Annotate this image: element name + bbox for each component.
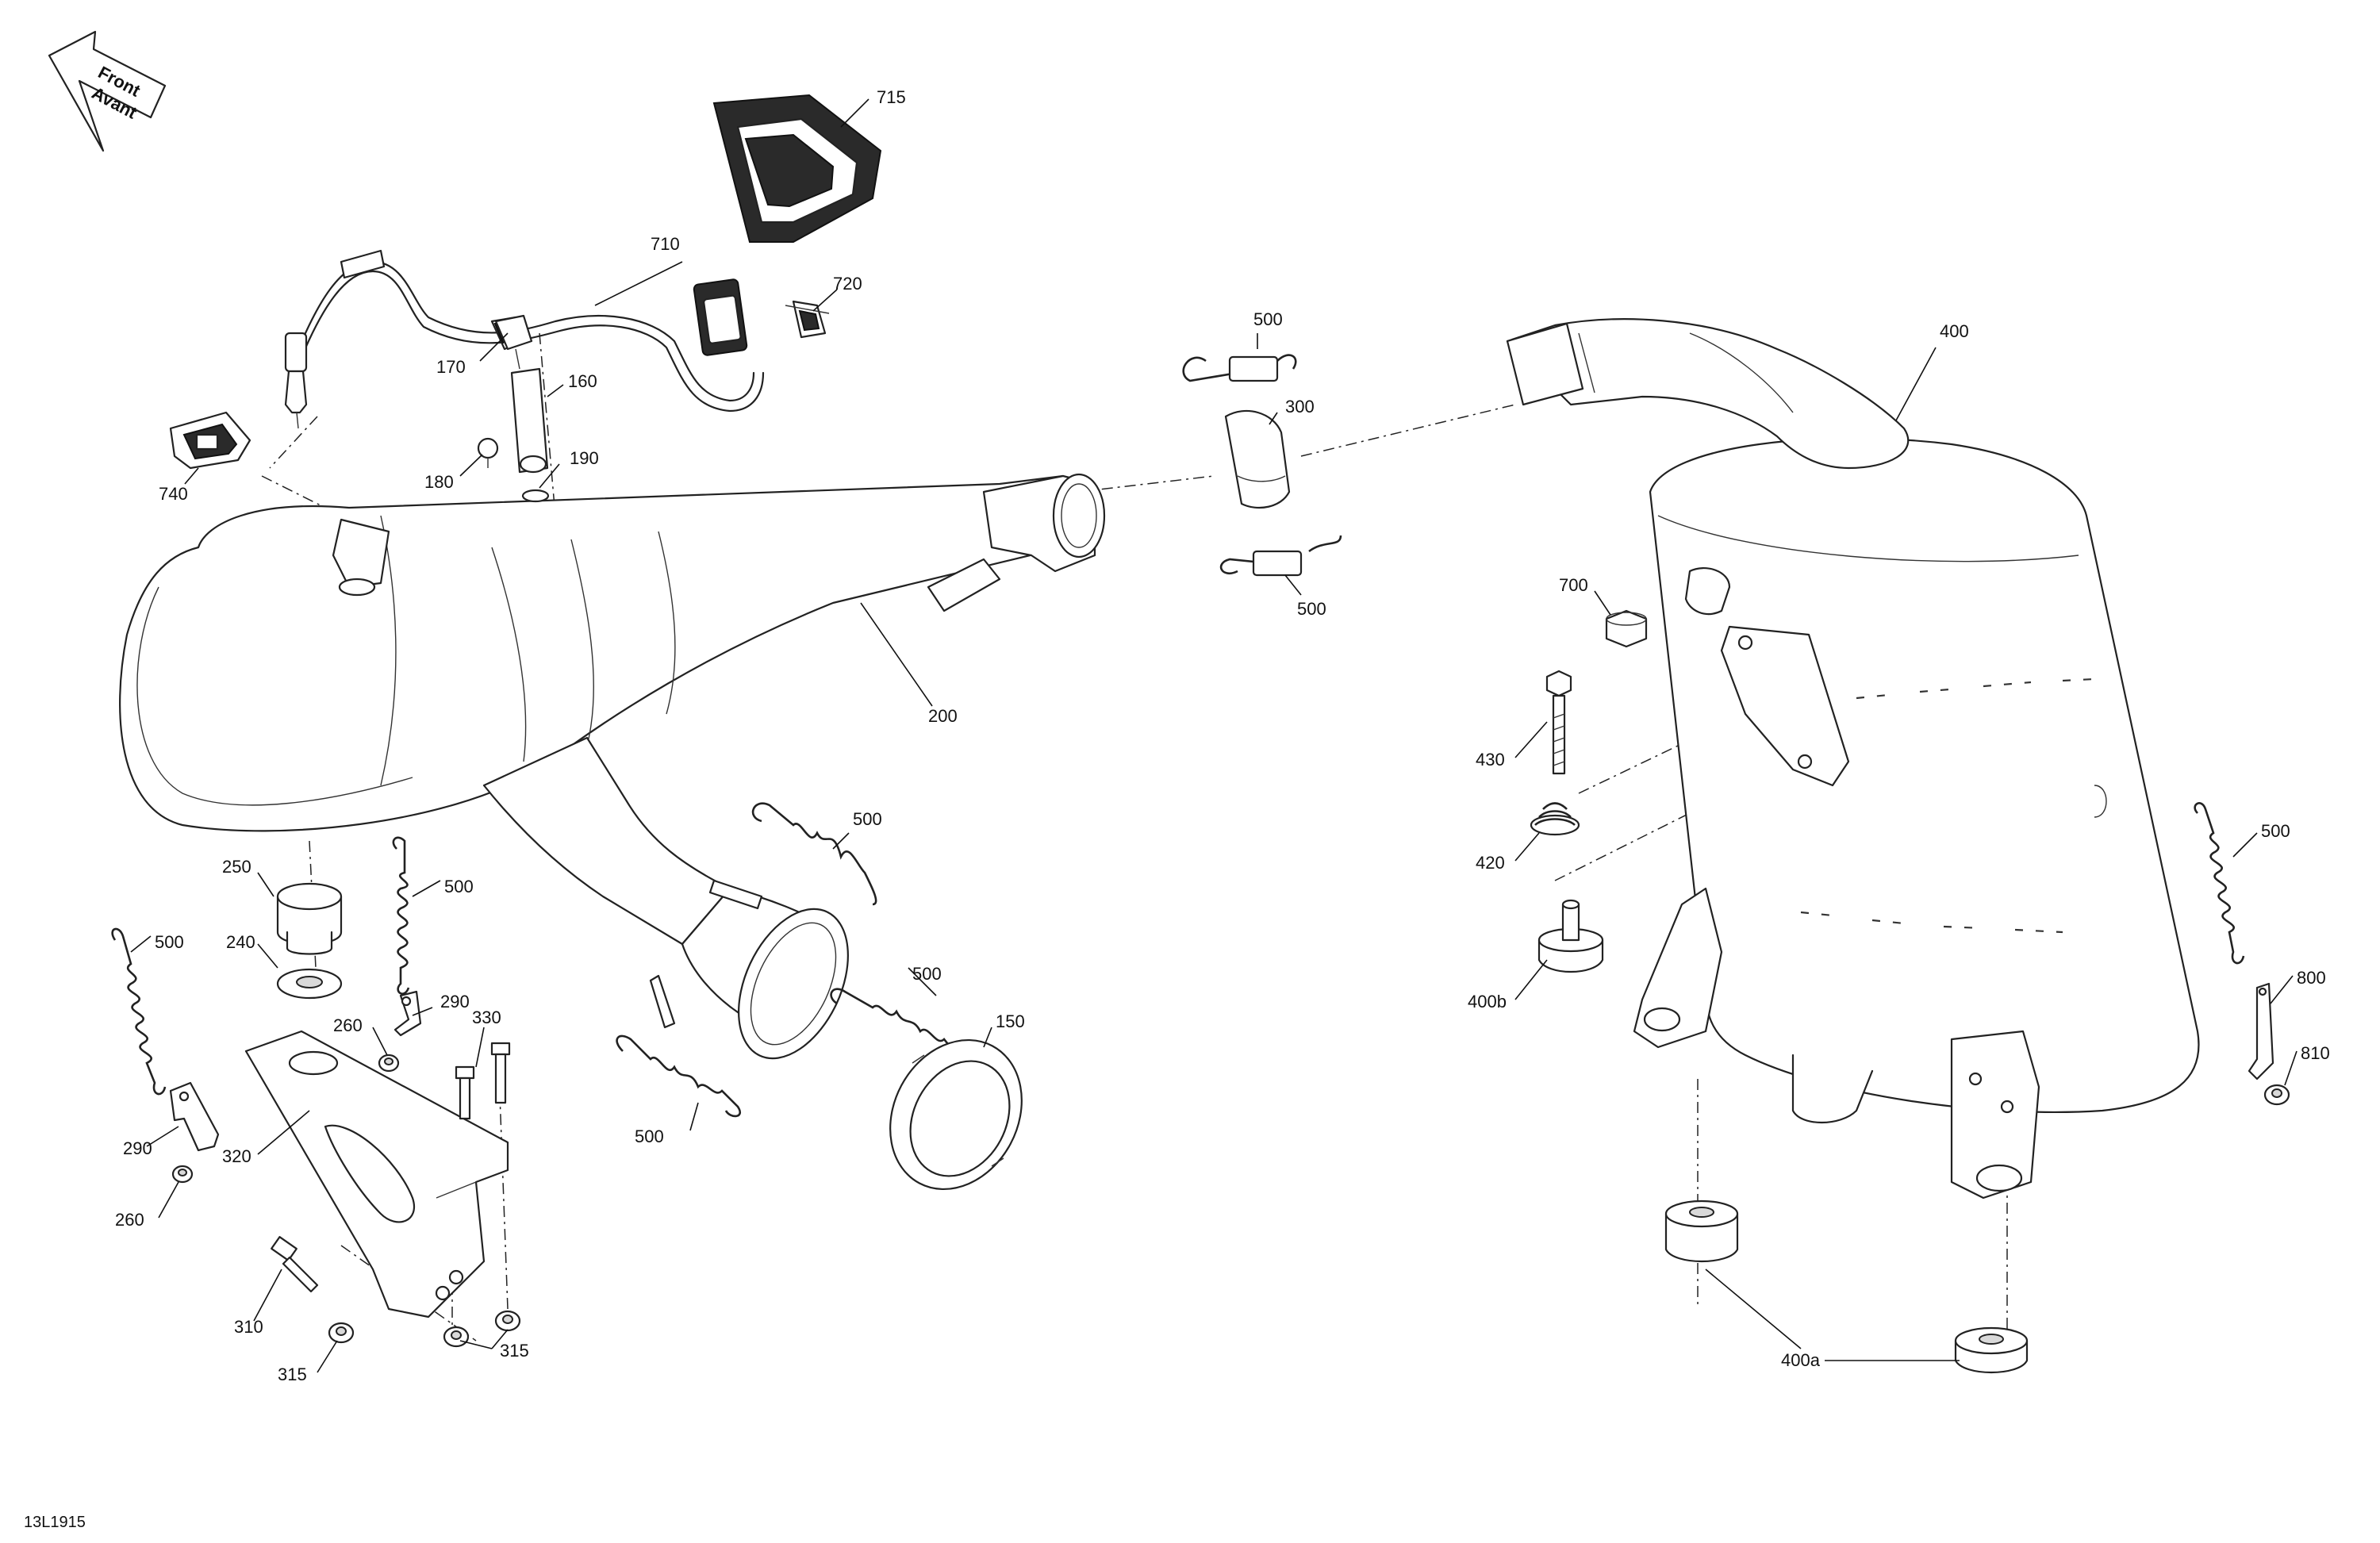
spring-clip-290-upper[interactable] xyxy=(393,990,422,1037)
grommet-400a-right[interactable] xyxy=(1954,1326,2029,1373)
callout-260-lower: 260 xyxy=(115,1210,144,1230)
nut-260-upper[interactable] xyxy=(378,1054,400,1073)
callout-500-left-a: 500 xyxy=(444,877,474,896)
sensor-mount-160[interactable] xyxy=(510,367,549,474)
callout-500-upper-mid: 500 xyxy=(1253,309,1283,329)
muffler-400[interactable] xyxy=(1506,318,2200,1199)
spring-500-right[interactable] xyxy=(2194,802,2245,965)
callout-500-lower-mid: 500 xyxy=(1297,599,1326,619)
callout-330: 330 xyxy=(472,1008,501,1027)
callout-400: 400 xyxy=(1940,321,1969,341)
support-bracket-320[interactable] xyxy=(244,1030,509,1318)
callout-740: 740 xyxy=(159,484,188,504)
nut-315-left[interactable] xyxy=(328,1322,355,1344)
spring-500-lower-mid[interactable] xyxy=(1219,535,1342,577)
callout-715: 715 xyxy=(877,87,906,107)
callout-290-upper: 290 xyxy=(440,992,470,1011)
spring-500-left-a[interactable] xyxy=(392,836,410,995)
bolt-430[interactable] xyxy=(1545,670,1572,775)
heat-shield-715[interactable] xyxy=(712,94,882,243)
nut-260-lower[interactable] xyxy=(171,1165,194,1184)
callout-260-upper: 260 xyxy=(333,1015,363,1035)
callout-400b: 400b xyxy=(1468,992,1507,1011)
washer-240[interactable] xyxy=(276,968,343,1000)
gasket-300[interactable] xyxy=(1224,409,1291,509)
callout-170: 170 xyxy=(436,357,466,377)
callout-800: 800 xyxy=(2297,968,2326,988)
callout-500-left-b: 500 xyxy=(155,932,184,952)
callout-500-center-b: 500 xyxy=(912,964,942,984)
callout-500-center-a: 500 xyxy=(853,809,882,829)
callout-180: 180 xyxy=(424,472,454,492)
callout-700: 700 xyxy=(1559,575,1588,595)
bolt-330-a[interactable] xyxy=(455,1065,475,1120)
callout-720: 720 xyxy=(833,274,862,294)
callout-320: 320 xyxy=(222,1146,251,1166)
connector-740[interactable] xyxy=(169,411,251,470)
spring-500-left-b[interactable] xyxy=(111,927,167,1096)
document-id: 13L1915 xyxy=(24,1514,86,1531)
nut-700[interactable] xyxy=(1605,609,1648,648)
callout-315-right: 315 xyxy=(500,1341,529,1361)
nut-810[interactable] xyxy=(2263,1084,2290,1106)
clip-720[interactable] xyxy=(785,300,830,339)
callout-500-center-c: 500 xyxy=(635,1127,664,1146)
sensor-170[interactable] xyxy=(494,314,533,370)
spring-500-upper-mid[interactable] xyxy=(1182,354,1297,382)
callout-290-lower: 290 xyxy=(123,1138,152,1158)
spring-500-center-a[interactable] xyxy=(751,802,877,906)
spring-clip-800[interactable] xyxy=(2248,982,2274,1080)
screw-180[interactable] xyxy=(477,437,499,468)
grommet-400a-left[interactable] xyxy=(1664,1199,1739,1262)
leader-lines xyxy=(130,98,2297,1373)
callout-430: 430 xyxy=(1476,750,1505,770)
exhaust-pipe-200[interactable] xyxy=(119,473,1106,1076)
callout-150: 150 xyxy=(996,1011,1025,1031)
rubber-damper-250[interactable] xyxy=(276,882,343,955)
nut-315-right[interactable] xyxy=(494,1310,521,1332)
callout-810: 810 xyxy=(2301,1043,2330,1063)
spring-washer-420[interactable] xyxy=(1530,802,1580,836)
bolt-310[interactable] xyxy=(271,1236,319,1293)
nut-315-mid[interactable] xyxy=(443,1326,470,1348)
callout-315-left: 315 xyxy=(278,1365,307,1384)
callout-400a: 400a xyxy=(1781,1350,1821,1370)
callout-160: 160 xyxy=(568,371,597,391)
callout-420: 420 xyxy=(1476,853,1505,873)
callout-310: 310 xyxy=(234,1317,263,1337)
callout-250: 250 xyxy=(222,857,251,877)
spring-clip-290-lower[interactable] xyxy=(169,1081,220,1152)
washer-190[interactable] xyxy=(521,489,550,503)
callout-200: 200 xyxy=(928,706,958,726)
front-direction-arrow: Front Avant xyxy=(48,30,167,152)
callout-500-right: 500 xyxy=(2261,821,2290,841)
callout-190: 190 xyxy=(570,448,599,468)
bolt-330-b[interactable] xyxy=(490,1042,511,1104)
clamp-ring-150[interactable] xyxy=(865,1017,1047,1212)
callout-labels: 715 710 720 170 160 180 190 740 500 300 … xyxy=(115,87,2330,1384)
spring-500-center-c[interactable] xyxy=(616,1034,741,1118)
callout-240: 240 xyxy=(226,932,255,952)
grommet-400b[interactable] xyxy=(1537,899,1604,973)
callout-300: 300 xyxy=(1285,397,1315,416)
callout-710: 710 xyxy=(651,234,680,254)
